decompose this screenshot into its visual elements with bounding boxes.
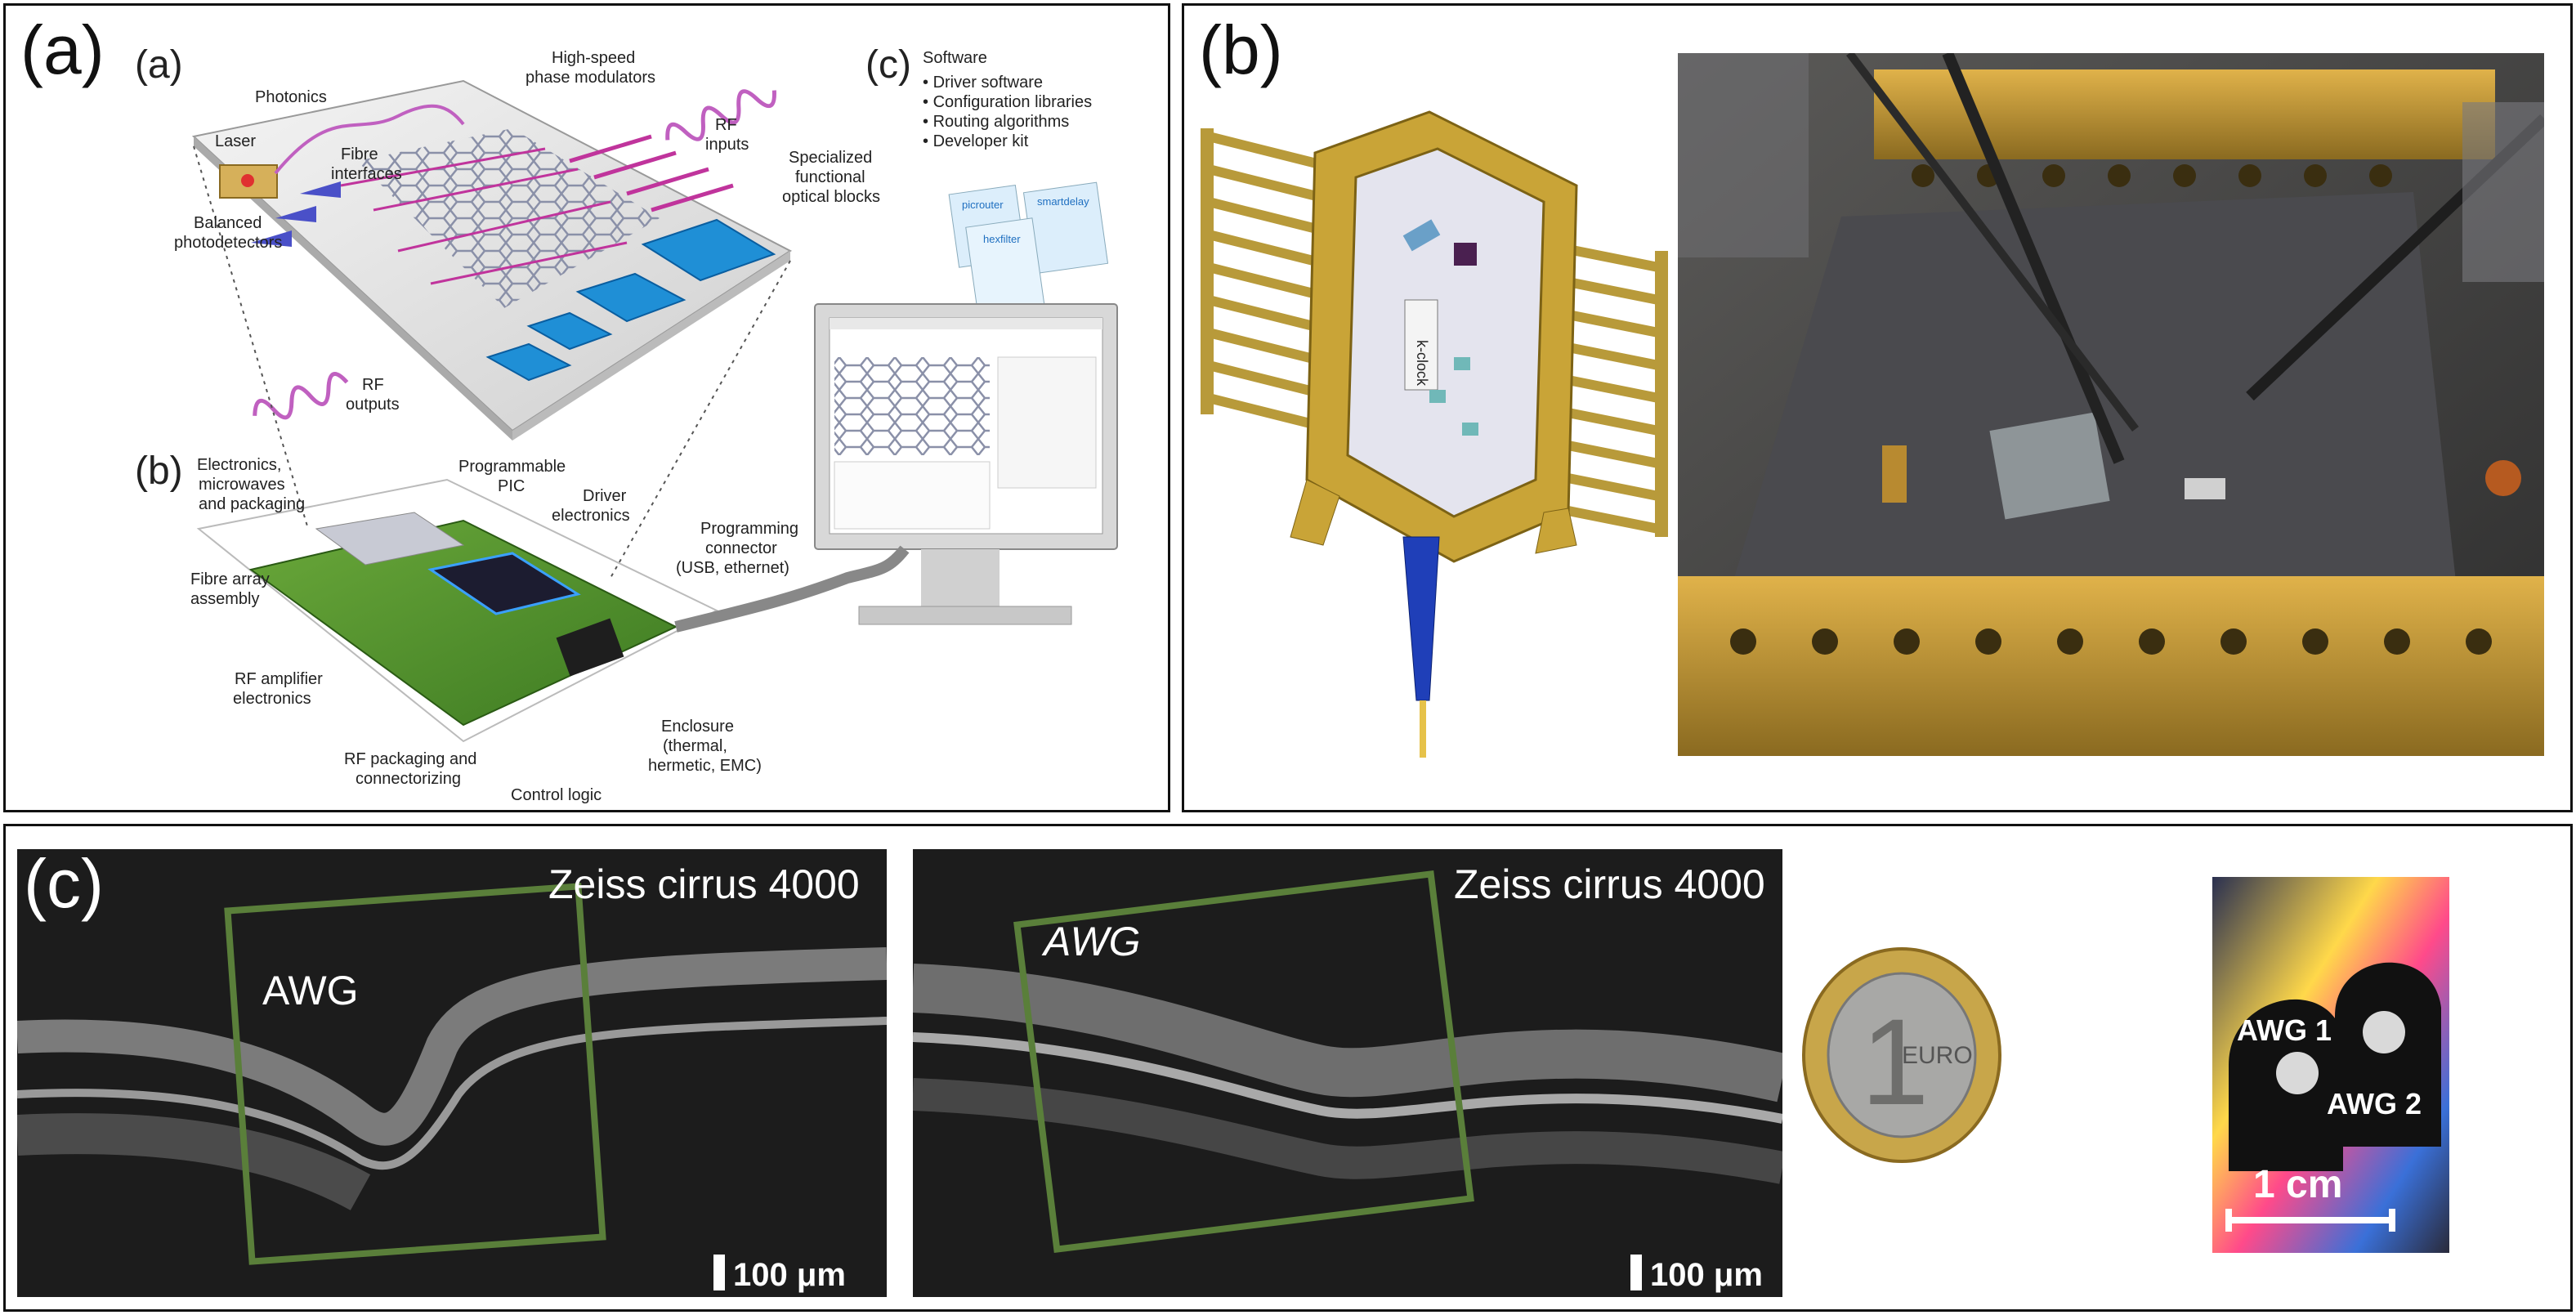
label-electronics: Electronics, (197, 456, 281, 474)
label-fibre: Fibre (341, 145, 378, 163)
enclosure-outline (196, 478, 719, 743)
label-balanced: Balanced (194, 214, 262, 232)
rf-output-wave (253, 372, 349, 420)
svg-text:connectorizing: connectorizing (356, 770, 461, 788)
svg-text:photodetectors: photodetectors (174, 234, 282, 252)
butterfly-package-render: k-clock (1201, 110, 1668, 758)
coin-value: 1 (1861, 993, 1929, 1130)
software-title: Software (923, 49, 987, 67)
svg-text:functional: functional (795, 168, 865, 186)
sub-label-c: (c) (865, 43, 911, 87)
label-programmable-pic: Programmable (458, 458, 566, 476)
panel-c-label: (c) (24, 845, 104, 922)
sub-label-b: (b) (135, 450, 183, 493)
svg-text:microwaves: microwaves (199, 476, 285, 494)
oct-image-1: AWG Zeiss cirrus 4000 100 μm (17, 849, 887, 1297)
kclock-block (1404, 299, 1438, 391)
coin-text: EURO (1902, 1042, 1973, 1069)
label-control-logic: Control logic (511, 786, 602, 804)
label-laser: Laser (215, 132, 256, 150)
label-photonics: Photonics (255, 88, 327, 106)
oct-title-1: Zeiss cirrus 4000 (548, 861, 860, 907)
fibre-array (315, 512, 465, 566)
svg-text:inputs: inputs (705, 136, 749, 154)
panel-b-label: (b) (1199, 11, 1283, 88)
awg-chip-photo: AWG 1 AWG 2 1 cm (2212, 877, 2449, 1253)
software-app-tiles: picrouter smartdelay hexfilter (948, 181, 1109, 317)
svg-text:• Driver software: • Driver software (923, 74, 1043, 92)
panel-b: (b) k-clock (1182, 3, 2573, 812)
svg-text:• Configuration libraries: • Configuration libraries (923, 93, 1092, 111)
svg-text:• Developer kit: • Developer kit (923, 132, 1029, 150)
awg-shape-2 (2335, 962, 2441, 1147)
svg-text:electronics: electronics (552, 507, 630, 525)
label-rf-packaging: RF packaging and (344, 750, 476, 768)
awg-label-2: AWG (1041, 919, 1141, 964)
svg-text:phase modulators: phase modulators (525, 69, 655, 87)
panel-c: (c) AWG Zeiss cirrus 4000 100 μm AWG Zei… (3, 824, 2573, 1312)
computer-monitor (814, 303, 1118, 625)
svg-text:PIC: PIC (498, 477, 525, 495)
fibre-boot (1402, 536, 1440, 701)
label-rf-amp: RF amplifier (235, 670, 323, 688)
package-photo (1678, 53, 2544, 756)
svg-text:(thermal,: (thermal, (663, 737, 727, 755)
svg-text:and packaging: and packaging (199, 495, 305, 513)
rf-input-wave (665, 89, 776, 141)
svg-text:connector: connector (705, 539, 777, 557)
label-rf-inputs: RF (715, 116, 737, 134)
chip-awg2-label: AWG 2 (2327, 1087, 2422, 1120)
label-enclosure: Enclosure (661, 718, 734, 736)
label-high-speed: High-speed (552, 49, 635, 67)
svg-text:outputs: outputs (346, 396, 400, 414)
label-driver: Driver (583, 487, 627, 505)
scale-label-2: 100 μm (1650, 1257, 1763, 1293)
waveguide-mesh (357, 128, 660, 308)
label-specialized: Specialized (789, 149, 872, 167)
awg-box-1 (224, 883, 606, 1265)
sub-label-a: (a) (135, 43, 183, 87)
svg-text:electronics: electronics (233, 690, 311, 708)
panel-a-label: (a) (20, 11, 105, 88)
oct-image-2: AWG Zeiss cirrus 4000 100 μm (913, 849, 1782, 1297)
svg-text:k-clock: k-clock (1414, 340, 1430, 387)
svg-text:smartdelay: smartdelay (1037, 195, 1089, 208)
awg-box-2 (1013, 870, 1474, 1254)
awg-label-1: AWG (262, 968, 359, 1013)
chip-awg1-label: AWG 1 (2237, 1013, 2332, 1047)
scale-label-1: 100 μm (733, 1257, 846, 1293)
chip-scale-bar (2225, 1209, 2395, 1232)
label-rf-outputs: RF (362, 376, 384, 394)
svg-text:(USB, ethernet): (USB, ethernet) (676, 559, 789, 577)
oct-title-2: Zeiss cirrus 4000 (1454, 861, 1765, 907)
svg-text:• Routing algorithms: • Routing algorithms (923, 113, 1069, 131)
programmable-pic (427, 552, 581, 615)
programming-cable (674, 545, 910, 633)
control-logic-chip (556, 618, 624, 677)
chip-scale-label: 1 cm (2253, 1163, 2342, 1206)
svg-text:picrouter: picrouter (962, 199, 1004, 211)
svg-text:optical blocks: optical blocks (782, 188, 880, 206)
svg-text:hexfilter: hexfilter (983, 233, 1021, 245)
photonics-platform-diagram: (a) (b) (c) (135, 43, 1118, 804)
svg-text:interfaces: interfaces (331, 165, 402, 183)
label-prog-connector: Programming (700, 520, 798, 538)
panel-a: (a) (a) (b) (c) (3, 3, 1170, 812)
euro-coin-photo: 1 EURO (1802, 947, 2001, 1163)
optical-blocks (485, 218, 776, 382)
label-fibre-array: Fibre array (190, 570, 270, 588)
svg-text:assembly: assembly (190, 590, 259, 608)
svg-text:hermetic, EMC): hermetic, EMC) (648, 757, 762, 775)
